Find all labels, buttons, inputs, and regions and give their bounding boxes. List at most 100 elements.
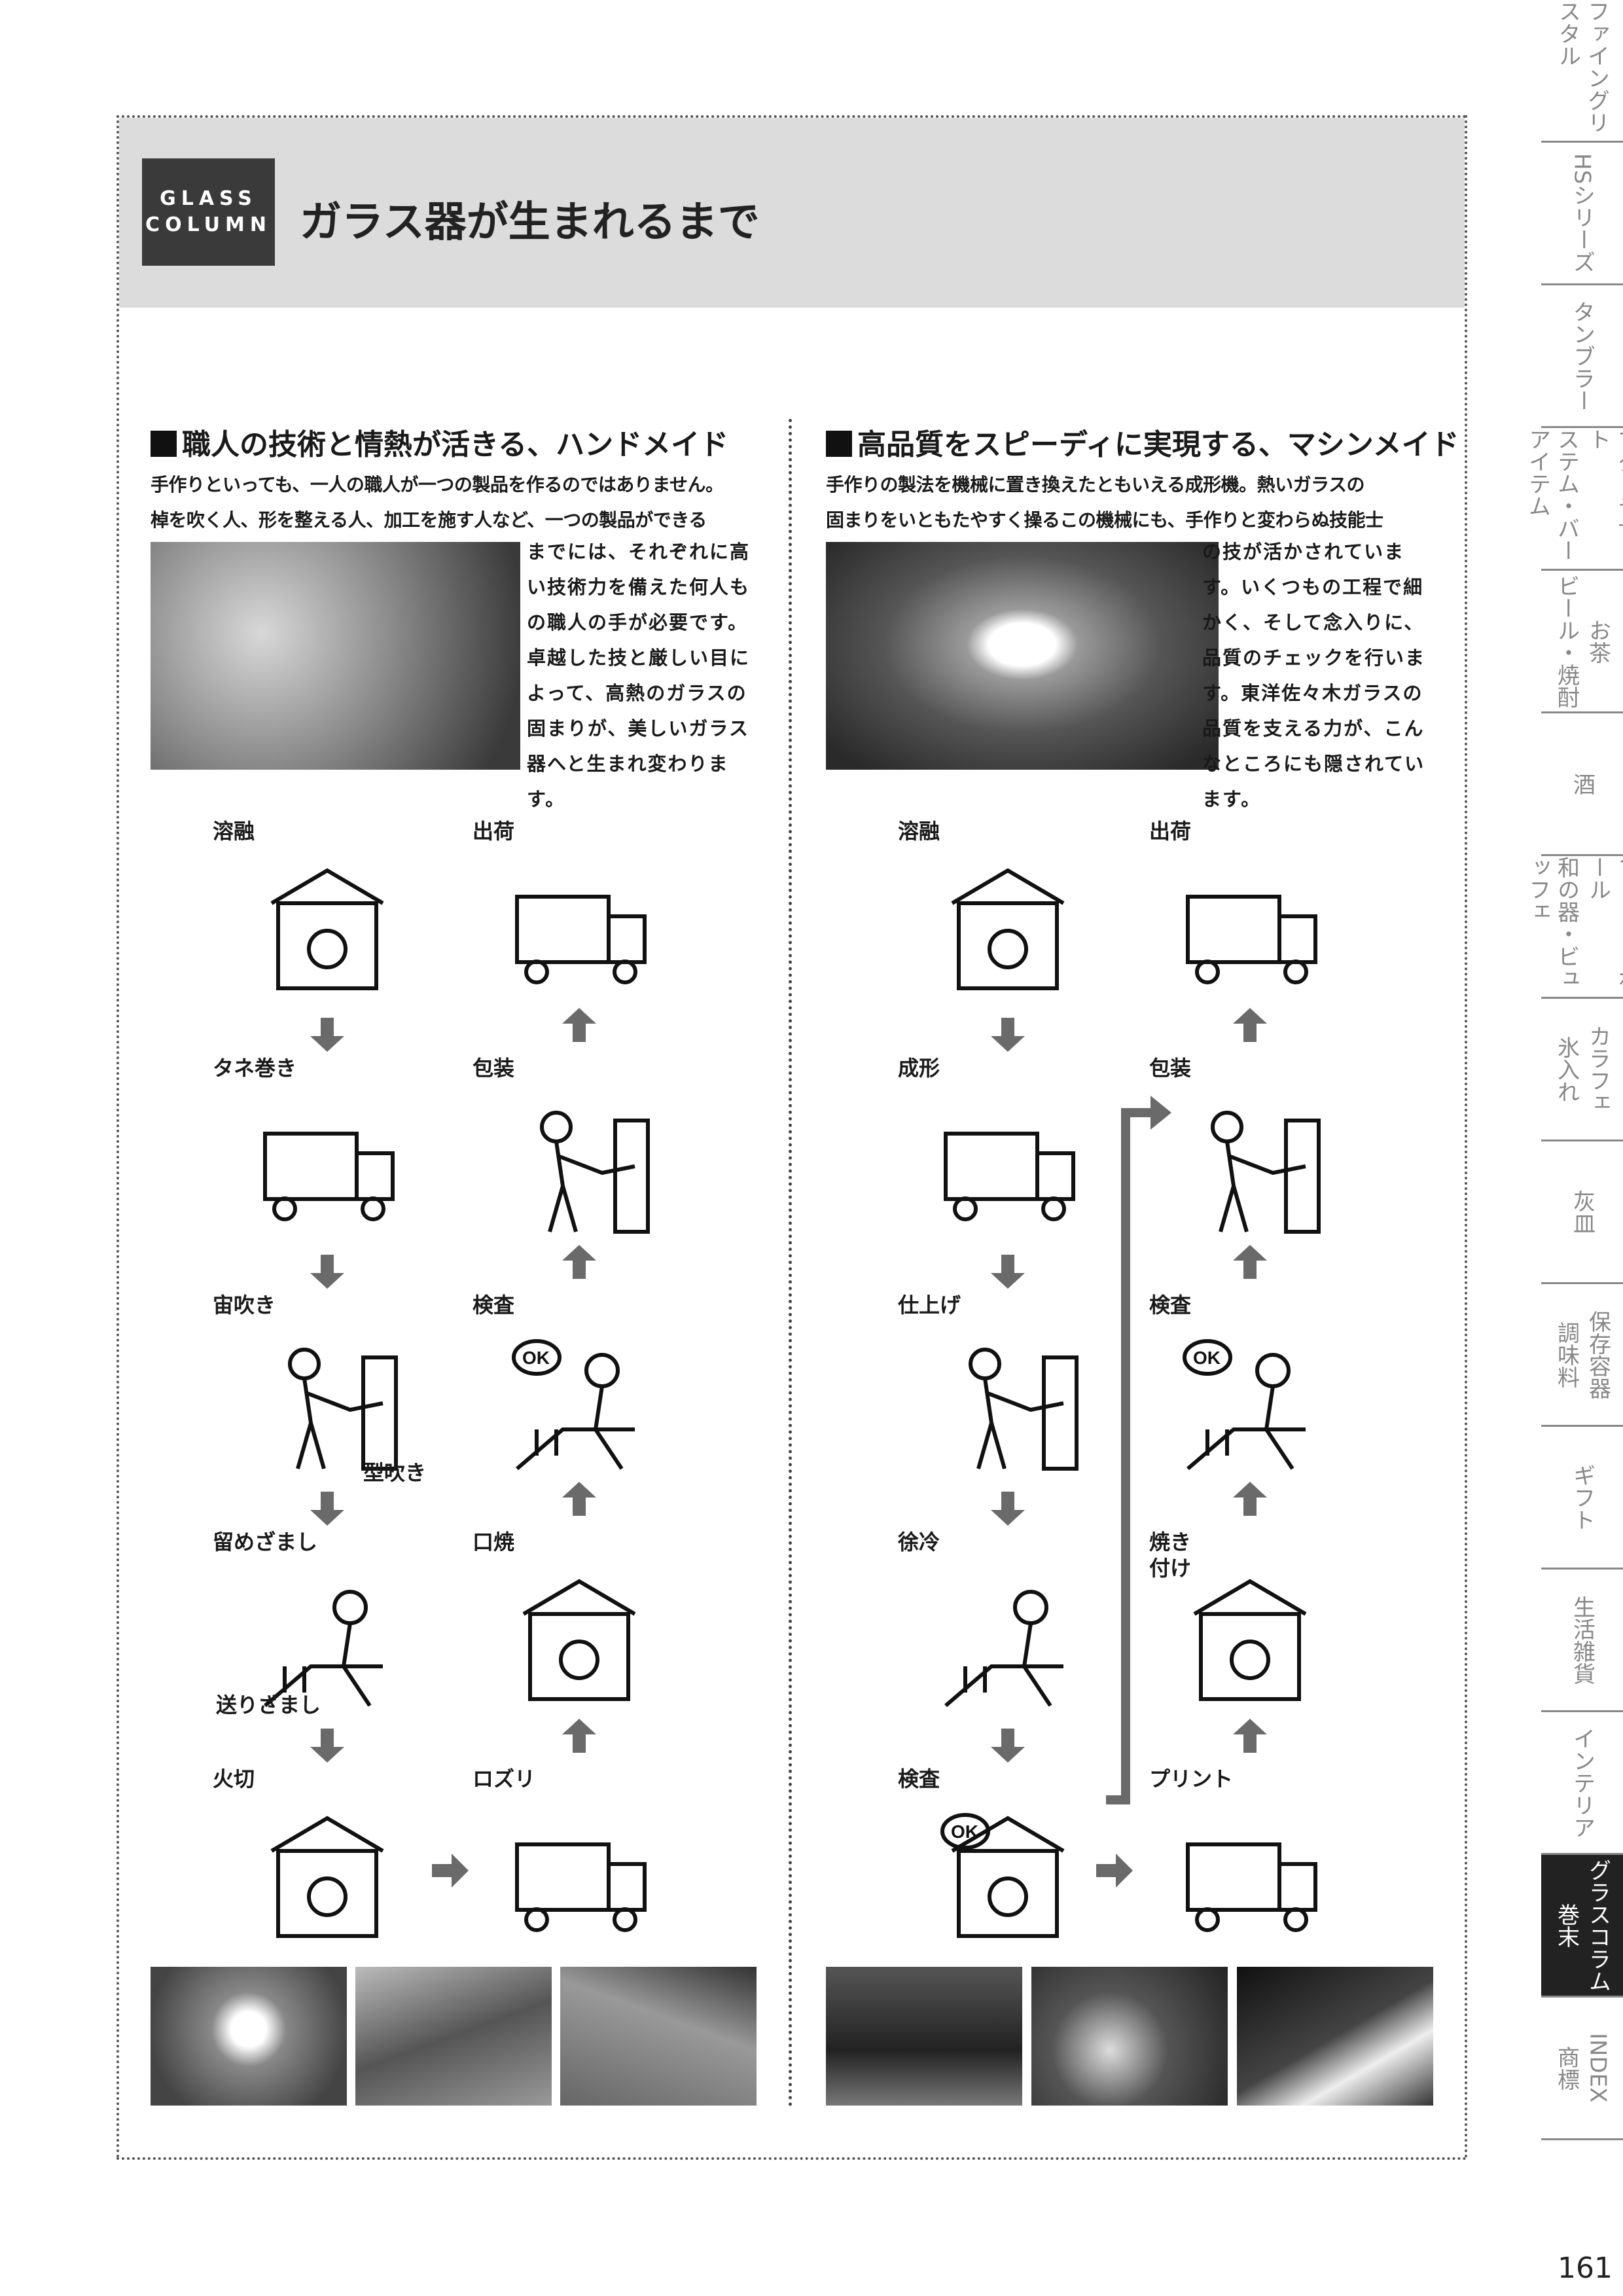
index-tab-label: HSシリーズ [1569,152,1596,274]
index-tab[interactable]: ギフト [1541,1427,1623,1570]
process-illustration-icon: OK [926,1805,1090,1949]
machine-body: の技が活かされています。いくつもの工程で細かく、そして念入りに、品質のチェックを… [1202,541,1426,810]
index-tab[interactable]: インテリア [1541,1712,1623,1855]
process-illustration-icon [1168,1805,1332,1949]
arrow-down-icon [988,1492,1027,1526]
column-divider [789,419,792,2108]
step-label-handmade: 火切 [213,1767,255,1791]
index-tab[interactable]: 氷入れカラフェ [1541,999,1623,1141]
page-number: 161 [1558,2251,1613,2285]
column-frame [116,115,1467,2160]
index-tab[interactable]: 生活雑貨 [1541,1570,1623,1712]
index-tab-label: お茶 [1584,619,1611,664]
process-illustration-icon [245,1331,409,1475]
index-tab-label: 巻末 [1553,1903,1580,1948]
index-tab[interactable]: タンブラー [1541,285,1623,428]
step-label-handmade: 検査 [473,1293,515,1318]
step-label-machine: 検査 [898,1767,940,1791]
process-photo [151,1967,347,2106]
machine-intro-1: 手作りの製法を機械に置き換えたともいえる成形機。熱いガラスの [826,474,1365,495]
machine-photo [826,542,1219,770]
index-tab[interactable]: 和の器・ビュッフェプレート・ボール [1525,856,1623,999]
index-tab-label: 保存容器 [1584,1310,1611,1399]
process-illustration-icon [926,1568,1090,1712]
process-illustration-icon [245,1805,409,1949]
index-tab[interactable]: ファイングリスタル [1541,0,1623,143]
extra-step-label: 送りざまし [216,1693,321,1717]
arrow-down-icon [308,1255,347,1289]
page-title: ガラス器が生まれるまで [300,198,760,247]
arrow-up-icon [1230,1482,1270,1516]
process-illustration-icon [926,1331,1090,1475]
arrow-up-icon [560,1482,599,1516]
process-photo [826,1967,1022,2106]
index-tab[interactable]: 灰皿 [1541,1141,1623,1284]
index-tab[interactable]: HSシリーズ [1541,143,1623,285]
step-label-handmade: タネ巻き [213,1056,297,1081]
process-photo [1031,1967,1228,2106]
arrow-down-icon [308,1018,347,1052]
index-tab-label: ステム・バーアイテム [1524,428,1580,562]
step-label-machine: 焼き 付け [1149,1530,1192,1581]
process-illustration-icon [497,857,661,1001]
arrow-up-icon [1230,1245,1270,1279]
long-flow-arrow-icon [1099,1086,1178,1806]
process-illustration-icon: OK [497,1331,661,1475]
process-illustration-icon [245,857,409,1001]
index-tab-label: グラスコラム [1584,1858,1611,1992]
index-tab-label: ファイングリスタル [1554,0,1610,134]
handmade-body: までには、それぞれに高い技術力を備えた何人もの職人の手が必要です。卓越した技と厳… [527,541,751,810]
index-tab-label: 酒 [1569,772,1596,795]
process-illustration-icon [926,1094,1090,1238]
index-tab-label: マグ・デザート [1584,428,1623,562]
index-tab-label: 生活雑貨 [1569,1595,1596,1685]
index-tab-label: 商標 [1553,2045,1580,2090]
step-label-machine: 成形 [898,1056,940,1081]
arrow-right-icon [432,1852,471,1888]
step-label-machine: プリント [1149,1767,1234,1791]
machine-heading: 高品質をスピーディに実現する、マシンメイド [826,425,1459,465]
svg-text:OK: OK [1193,1348,1221,1368]
arrow-up-icon [560,1719,599,1753]
arrow-down-icon [308,1729,347,1763]
index-tab[interactable]: 調味料保存容器 [1541,1284,1623,1427]
process-illustration-icon: OK [1168,1331,1332,1475]
arrow-down-icon [988,1018,1027,1052]
index-tab-label: ギフト [1569,1463,1596,1531]
arrow-down-icon [988,1255,1027,1289]
arrow-right-icon [1096,1852,1135,1888]
arrow-up-icon [560,1008,599,1042]
index-tab-label: 和の器・ビュッフェ [1524,856,1580,990]
process-illustration-icon [1168,857,1332,1001]
arrow-up-icon [560,1245,599,1279]
handmade-intro-2: 棹を吹く人、形を整える人、加工を施す人など、一つの製品ができる [151,509,707,531]
index-tab[interactable]: ステム・バーアイテムマグ・デザート [1525,428,1623,571]
badge-line-2: COLUMN [145,213,272,236]
arrow-down-icon [988,1729,1027,1763]
extra-step-label: 型吹き [363,1460,427,1485]
process-illustration-icon [497,1568,661,1712]
step-label-handmade: 溶融 [213,819,255,844]
index-tab[interactable]: 酒 [1541,713,1623,856]
index-tab[interactable]: 巻末グラスコラム [1541,1855,1623,1998]
process-photo [1237,1967,1433,2106]
handmade-heading-text: 職人の技術と情熱が活きる、ハンドメイド [182,428,729,461]
machine-intro-2: 固まりをいともたやすく操るこの機械にも、手作りと変わらぬ技能士 [826,509,1383,531]
step-label-handmade: 出荷 [473,819,515,844]
handmade-photo [151,542,520,770]
process-photo [355,1967,552,2106]
arrow-up-icon [1230,1719,1270,1753]
index-tab-label: 灰皿 [1569,1189,1596,1234]
square-bullet-icon [826,431,852,457]
step-label-machine: 溶融 [898,819,940,844]
index-tab-label: 氷入れ [1553,1035,1580,1103]
process-photo [560,1967,757,2106]
index-tab-label: INDEX [1584,2033,1611,2103]
arrow-down-icon [308,1492,347,1526]
index-tab[interactable]: ビール・焼酎お茶 [1541,571,1623,713]
index-tab-label: プレート・ボール [1584,856,1623,990]
index-tab-label: インテリア [1569,1727,1596,1839]
process-illustration-icon [245,1094,409,1238]
